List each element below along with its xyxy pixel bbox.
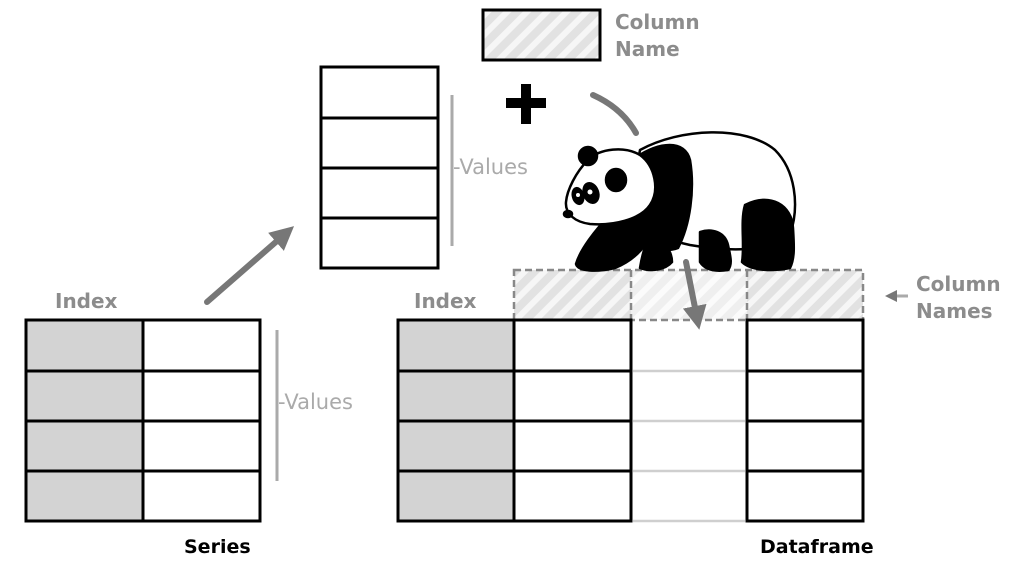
curved-arrow xyxy=(590,92,639,136)
column-name-label-line2: Name xyxy=(615,37,680,61)
panda-front-leg xyxy=(574,212,652,272)
panda-nose xyxy=(562,209,574,219)
column-names-label-line1: Column xyxy=(916,272,1001,296)
panda-hind-leg xyxy=(740,198,796,272)
insert-column-arrow xyxy=(682,259,707,330)
panda-front-leg-2 xyxy=(638,233,674,272)
column-name-swatch xyxy=(481,8,602,62)
panda-ear-2 xyxy=(604,167,628,193)
panda-ear xyxy=(577,145,599,167)
dataframe-header-row xyxy=(512,268,865,322)
panda-eye xyxy=(587,189,593,195)
plus-icon xyxy=(506,84,546,124)
dataframe-index-label: Index xyxy=(414,289,477,313)
column-name-block: Column Name xyxy=(481,8,700,62)
values-label-top: -Values xyxy=(453,155,528,179)
panda-eye-2 xyxy=(576,193,580,197)
dataframe-caption: Dataframe xyxy=(760,536,874,558)
series-index-label: Index xyxy=(55,289,118,313)
panda-hind-leg-2 xyxy=(698,229,732,272)
column-names-label-line2: Names xyxy=(916,299,993,323)
panda-illustration xyxy=(562,131,797,272)
values-column xyxy=(319,65,440,270)
series-table xyxy=(24,318,262,523)
values-label-series: -Values xyxy=(278,390,353,414)
column-name-label-line1: Column xyxy=(615,10,700,34)
inserted-column-ghost xyxy=(633,369,745,523)
dataframe-table xyxy=(396,318,865,523)
series-to-values-arrow xyxy=(204,226,295,305)
series-caption: Series xyxy=(184,536,251,558)
